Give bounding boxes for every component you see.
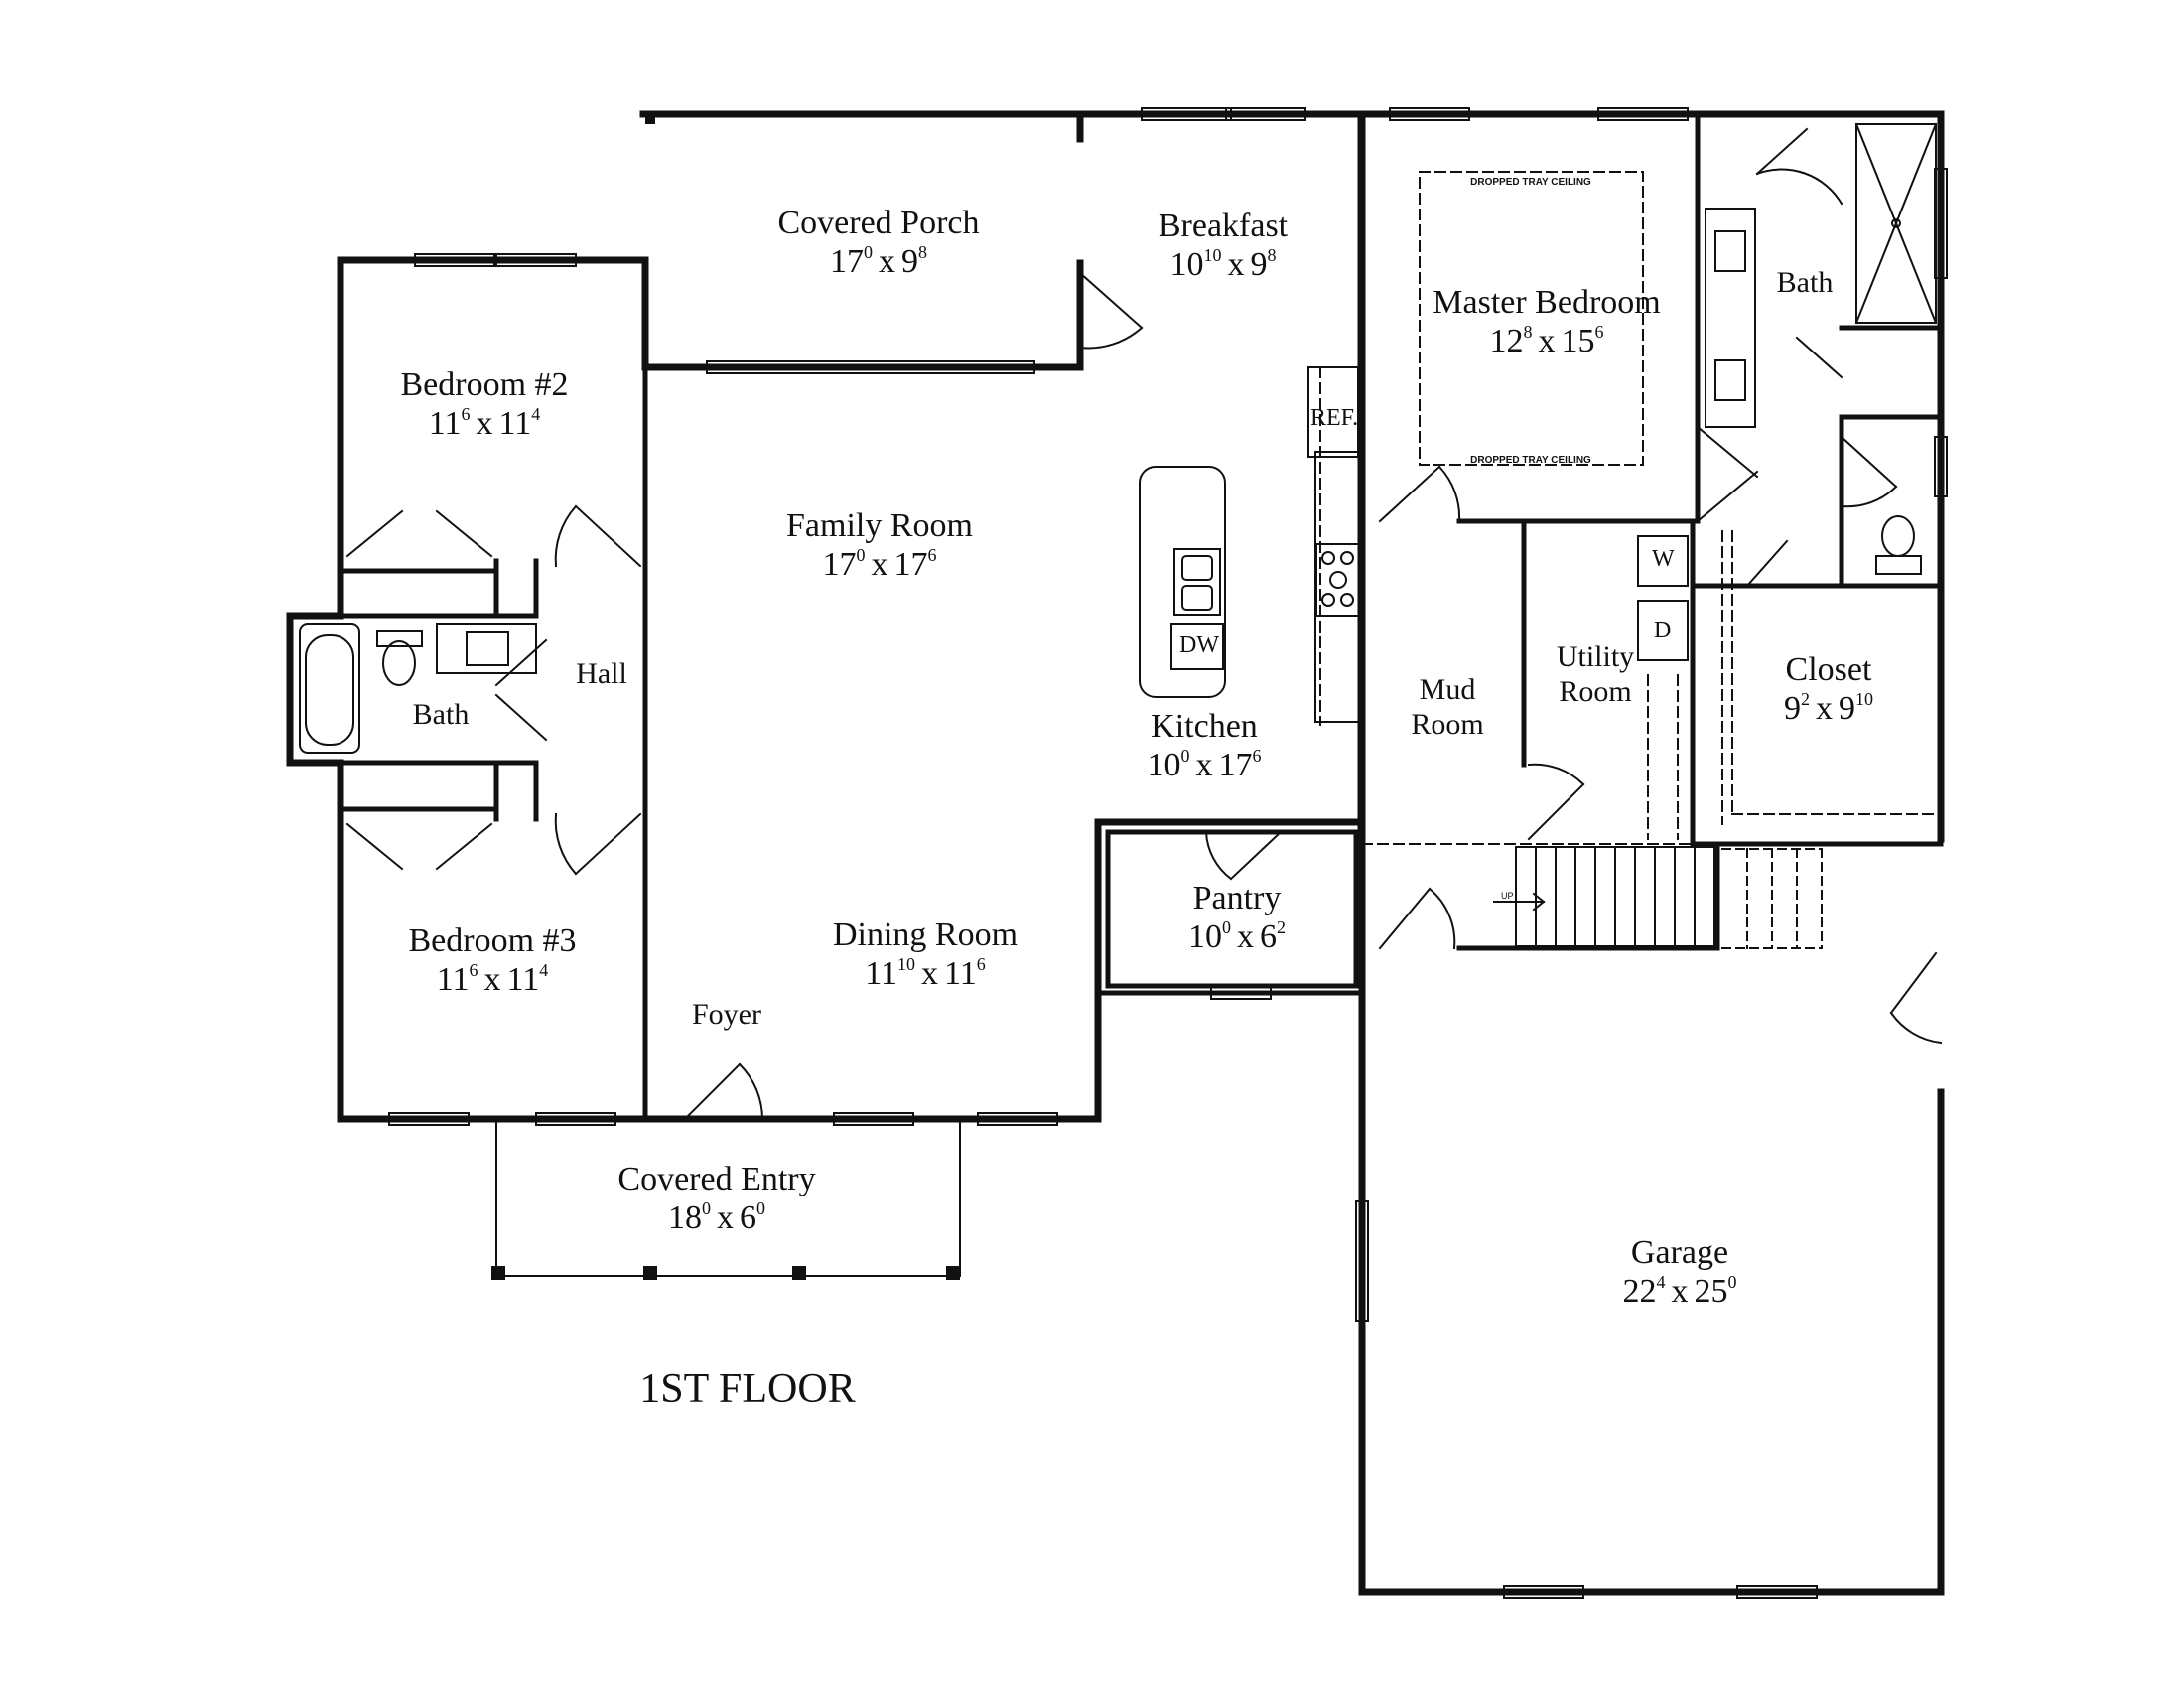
- room-name: Breakfast: [1158, 208, 1289, 244]
- room-name: Closet: [1785, 651, 1872, 688]
- room-name: Family Room: [786, 507, 973, 544]
- kitchen-cabinets: [1139, 366, 1361, 723]
- windows: [388, 107, 1948, 1599]
- room-name: Garage: [1630, 1234, 1729, 1271]
- dishwasher-label: DW: [1179, 633, 1219, 658]
- washer-label: W: [1652, 546, 1675, 572]
- stairs-dashed: [1721, 848, 1823, 949]
- room-mud-room: Mud Room: [1411, 673, 1483, 742]
- room-foyer: Foyer: [692, 998, 761, 1033]
- dashed-lines: [1319, 171, 1937, 845]
- room-name: Covered Porch: [777, 205, 980, 241]
- dryer-label: D: [1654, 618, 1672, 643]
- room-hall: Hall: [576, 657, 627, 692]
- room-name: Covered Entry: [617, 1161, 816, 1197]
- floor-title: 1ST FLOOR: [639, 1366, 856, 1412]
- room-bath: Bath: [413, 698, 470, 733]
- room-name: Kitchen: [1151, 708, 1258, 745]
- room-name: Dining Room: [832, 916, 1019, 953]
- posts: [491, 114, 960, 1280]
- room-name: Bath: [412, 698, 470, 731]
- tray-ceiling-note-top: DROPPED TRAY CEILING: [1470, 177, 1591, 188]
- room-utility-room: Utility Room: [1557, 640, 1634, 709]
- room-master-bath: Bath: [1777, 266, 1834, 301]
- room-name: Master Bedroom: [1433, 284, 1661, 321]
- room-name: Bedroom #3: [408, 922, 577, 959]
- tray-ceiling-note-bottom: DROPPED TRAY CEILING: [1470, 455, 1591, 466]
- bath-fixtures: [299, 122, 1938, 754]
- room-name-line-1: Utility: [1556, 640, 1635, 673]
- room-name: Pantry: [1192, 880, 1282, 916]
- room-name: Bath: [1776, 266, 1834, 299]
- room-name-line-2: Room: [1411, 707, 1484, 741]
- room-name-line-2: Room: [1559, 674, 1632, 708]
- stairs: [1493, 846, 1715, 947]
- room-name: Foyer: [692, 998, 761, 1031]
- stairs-up-label: UP: [1501, 891, 1514, 901]
- room-name-line-1: Mud: [1419, 673, 1476, 706]
- room-name: Bedroom #2: [400, 366, 569, 403]
- doors: [345, 127, 1943, 1121]
- refrigerator-label: REF.: [1310, 405, 1359, 431]
- covered-entry-outline: [495, 1118, 961, 1277]
- room-name: Hall: [576, 657, 627, 690]
